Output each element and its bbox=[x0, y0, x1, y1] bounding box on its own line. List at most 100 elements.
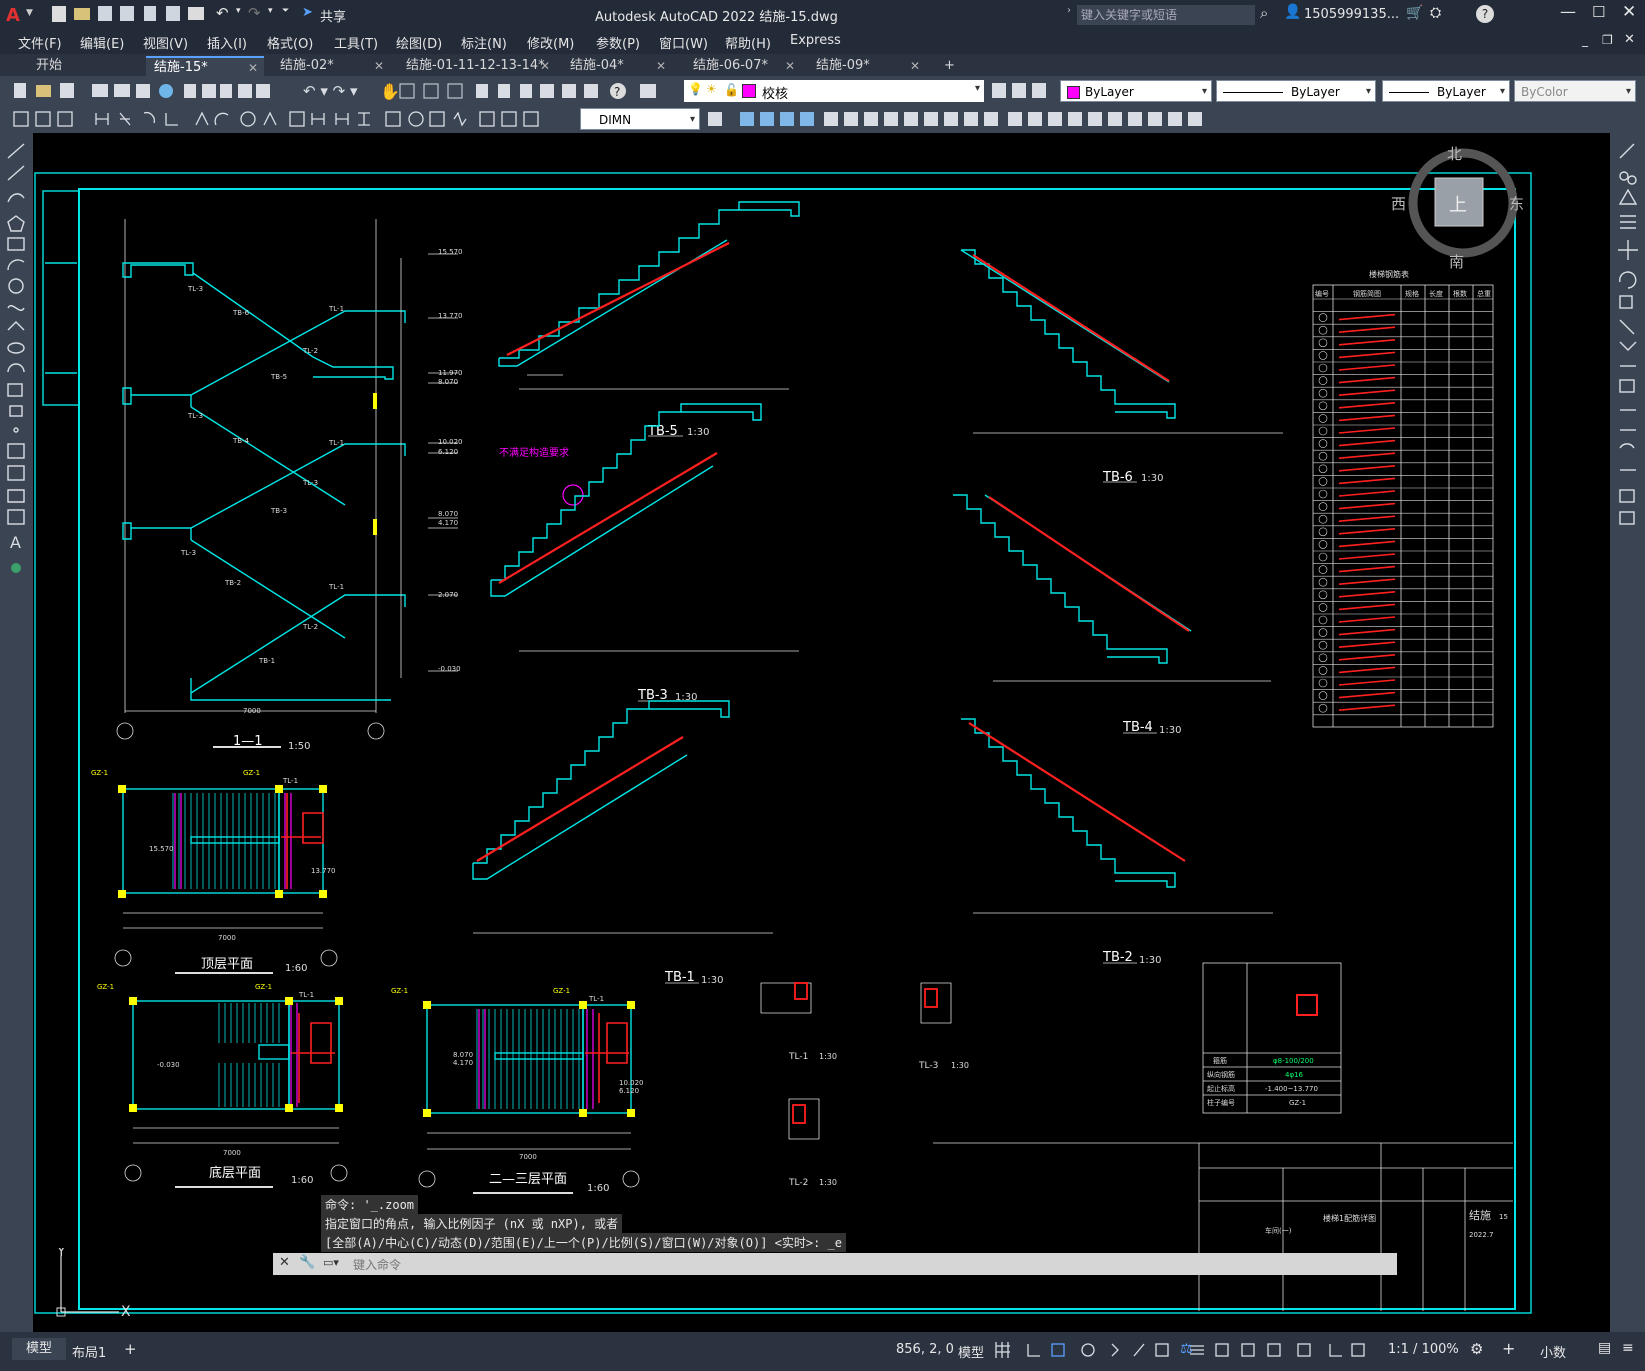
redo-icon[interactable]: ↷ bbox=[248, 4, 261, 22]
dimension-tools-icons[interactable] bbox=[8, 108, 584, 130]
dimstyle-dropdown[interactable]: DIMN▾ bbox=[580, 108, 700, 130]
viewcube-south[interactable]: 南 bbox=[1449, 253, 1465, 271]
menu-dimension[interactable]: 标注(N) bbox=[461, 37, 507, 52]
share-label[interactable]: 共享 bbox=[320, 10, 347, 25]
doc-close-button[interactable]: ✕ bbox=[1624, 32, 1635, 47]
search-expand-icon[interactable]: › bbox=[1067, 5, 1071, 16]
menu-edit[interactable]: 编辑(E) bbox=[80, 37, 125, 52]
model-space-toggle[interactable]: 模型 bbox=[958, 1346, 985, 1361]
customize-command-icon[interactable]: 🔧 bbox=[299, 1255, 316, 1270]
menu-draw[interactable]: 绘图(D) bbox=[396, 37, 443, 52]
close-button[interactable]: ✕ bbox=[1622, 2, 1637, 22]
viewcube[interactable]: 北 南 西 东 上 bbox=[1391, 143, 1525, 271]
menu-tools[interactable]: 工具(T) bbox=[334, 37, 379, 52]
workspace-gear-icon[interactable]: ⚙ bbox=[1470, 1340, 1484, 1358]
close-tab-icon[interactable]: ✕ bbox=[373, 59, 384, 73]
layer-tools-icons[interactable] bbox=[988, 80, 1052, 102]
close-tab-icon[interactable]: ✕ bbox=[539, 59, 550, 73]
tab-jieshi-02[interactable]: 结施-02*✕ bbox=[272, 56, 390, 78]
command-input[interactable]: 键入命令 bbox=[353, 1258, 402, 1272]
color-dropdown[interactable]: ByLayer▾ bbox=[1060, 80, 1212, 102]
save-as-icon[interactable] bbox=[120, 6, 134, 21]
open-icon[interactable] bbox=[74, 8, 90, 20]
close-tab-icon[interactable]: ✕ bbox=[784, 59, 795, 73]
viewcube-west[interactable]: 西 bbox=[1391, 195, 1407, 213]
search-icon[interactable]: ⌕ bbox=[1260, 4, 1269, 22]
share-icon[interactable]: ➤ bbox=[302, 5, 313, 20]
viewcube-east[interactable]: 东 bbox=[1509, 195, 1525, 213]
plotstyle-dropdown[interactable]: ByColor▾ bbox=[1514, 80, 1636, 102]
app-menu-chevron-icon[interactable]: ▼ bbox=[26, 8, 33, 18]
status-toggles-2[interactable] bbox=[1186, 1338, 1376, 1362]
viewcube-north[interactable]: 北 bbox=[1447, 145, 1463, 163]
maximize-button[interactable]: ☐ bbox=[1592, 3, 1606, 21]
units-selector[interactable]: 小数 bbox=[1540, 1346, 1567, 1361]
user-name[interactable]: 1505999135... bbox=[1304, 7, 1400, 22]
new-icon[interactable] bbox=[52, 6, 66, 22]
menu-format[interactable]: 格式(O) bbox=[267, 37, 314, 52]
svg-text:柱子编号: 柱子编号 bbox=[1207, 1098, 1235, 1107]
menu-insert[interactable]: 插入(I) bbox=[207, 37, 247, 52]
status-toggles[interactable] bbox=[992, 1338, 1182, 1362]
plus-icon[interactable]: + bbox=[1502, 1339, 1516, 1358]
tab-jieshi-06[interactable]: 结施-06-07*✕ bbox=[685, 56, 801, 78]
close-command-icon[interactable]: ✕ bbox=[279, 1255, 290, 1270]
menu-parametric[interactable]: 参数(P) bbox=[596, 37, 640, 52]
viewcube-top[interactable]: 上 bbox=[1449, 195, 1467, 216]
modify-tools-icons[interactable] bbox=[704, 108, 1224, 130]
new-tab-button[interactable]: + bbox=[944, 58, 955, 73]
connect-icon[interactable]: ⛭ bbox=[1430, 5, 1442, 21]
draw-toolbar[interactable]: A bbox=[4, 140, 30, 580]
layout1-tab[interactable]: 布局1 bbox=[72, 1346, 107, 1361]
customize-status-icon[interactable]: ≡ bbox=[1622, 1340, 1634, 1356]
plot-icon[interactable] bbox=[188, 7, 204, 20]
doc-minimize-button[interactable]: _ bbox=[1582, 33, 1588, 47]
tab-jieshi-09[interactable]: 结施-09*✕ bbox=[808, 56, 926, 78]
lineweight-dropdown[interactable]: ByLayer▾ bbox=[1382, 80, 1510, 102]
lightbulb-icon[interactable]: 💡 bbox=[688, 82, 703, 96]
save-icon[interactable] bbox=[98, 6, 112, 21]
menu-file[interactable]: 文件(F) bbox=[18, 37, 62, 52]
close-tab-icon[interactable]: ✕ bbox=[247, 61, 258, 75]
tab-jieshi-15[interactable]: 结施-15*✕ bbox=[146, 56, 264, 78]
tab-start[interactable]: 开始 bbox=[36, 58, 63, 73]
save-web-icon[interactable] bbox=[166, 6, 180, 21]
modify-toolbar[interactable] bbox=[1614, 140, 1642, 540]
menu-modify[interactable]: 修改(M) bbox=[527, 37, 575, 52]
lock-icon[interactable]: 🔓 bbox=[724, 83, 739, 97]
svg-text:钢筋简图: 钢筋简图 bbox=[1353, 289, 1381, 298]
undo-icon[interactable]: ↶ bbox=[216, 4, 229, 22]
user-icon[interactable]: 👤 bbox=[1284, 4, 1302, 20]
close-tab-icon[interactable]: ✕ bbox=[909, 59, 920, 73]
menu-help[interactable]: 帮助(H) bbox=[725, 37, 771, 52]
search-input[interactable]: 键入关键字或短语 bbox=[1077, 5, 1255, 25]
open-web-icon[interactable] bbox=[144, 6, 156, 21]
menu-window[interactable]: 窗口(W) bbox=[659, 37, 708, 52]
menu-view[interactable]: 视图(V) bbox=[143, 37, 189, 52]
help-icon[interactable]: ? bbox=[1476, 5, 1494, 23]
stair-tb5: TB-5 1:30 bbox=[498, 201, 800, 439]
menu-express[interactable]: Express bbox=[790, 33, 841, 48]
command-prompt-icon[interactable]: ▭▾ bbox=[323, 1256, 339, 1269]
annotation-scale-icon[interactable]: ⚖ bbox=[1180, 1341, 1193, 1357]
annotation-scale[interactable]: 1:1 / 100% bbox=[1388, 1342, 1459, 1357]
autocad-logo-icon[interactable]: A bbox=[6, 5, 20, 26]
drawing-canvas[interactable]: .c{stroke:#00e5e5;fill:none;stroke-width… bbox=[33, 133, 1610, 1332]
tab-jieshi-04[interactable]: 结施-04*✕ bbox=[562, 56, 672, 78]
svg-text:TL-3: TL-3 bbox=[187, 412, 203, 420]
standard-tools-icons[interactable]: ↶ ▾ ↷ ▾ ✋ ? bbox=[8, 80, 668, 102]
minimize-button[interactable]: — bbox=[1560, 2, 1576, 21]
properties-icon[interactable]: ▤ bbox=[1598, 1340, 1612, 1356]
linetype-dropdown[interactable]: ByLayer▾ bbox=[1216, 80, 1376, 102]
cart-icon[interactable]: 🛒 bbox=[1406, 5, 1424, 21]
close-tab-icon[interactable]: ✕ bbox=[655, 59, 666, 73]
customize-qat-icon[interactable]: ⏷ bbox=[282, 6, 290, 16]
tab-jieshi-01[interactable]: 结施-01-11-12-13-14*✕ bbox=[398, 56, 556, 78]
command-line[interactable]: ✕ 🔧 ▭▾ 键入命令 bbox=[273, 1253, 1397, 1275]
add-layout-button[interactable]: + bbox=[124, 1340, 137, 1358]
sun-icon[interactable]: ☀ bbox=[706, 82, 717, 96]
layer-dropdown[interactable]: 💡 ☀ 🔓 校核 ▾ bbox=[684, 80, 984, 102]
doc-restore-button[interactable]: ❐ bbox=[1602, 33, 1613, 47]
model-tab[interactable]: 模型 bbox=[12, 1338, 66, 1360]
svg-text:15.570: 15.570 bbox=[149, 845, 174, 853]
